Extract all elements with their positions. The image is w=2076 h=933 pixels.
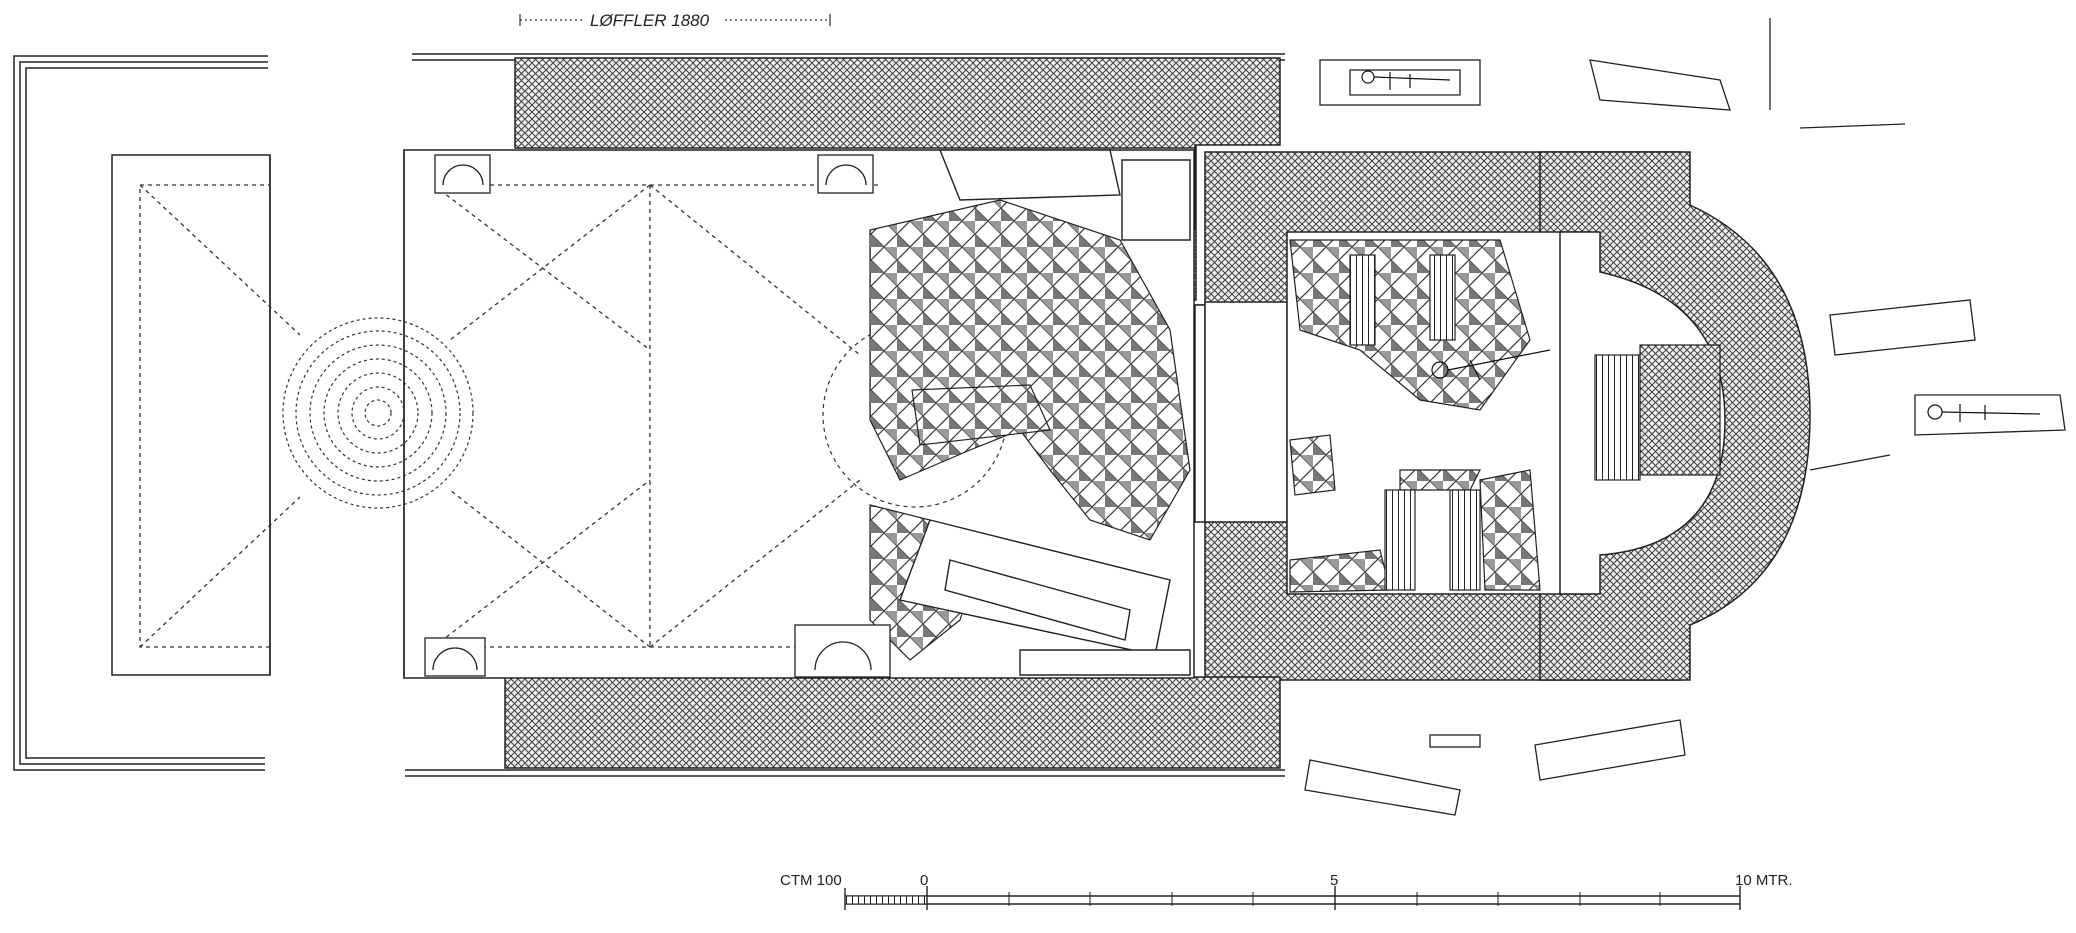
wall-niches	[424, 154, 891, 678]
scale-tick-10: 10 MTR.	[1735, 872, 1793, 889]
attribution-label: LØFFLER 1880	[590, 11, 710, 30]
scale-tick-0: 0	[920, 872, 928, 889]
concentric-rosette	[282, 317, 474, 509]
stepped-stripe-paving	[1349, 254, 1721, 591]
grave-sketches	[1304, 18, 2066, 816]
skeleton-figures	[1361, 70, 2041, 422]
scale-bar: CTM 100 0 5 10 MTR.	[780, 872, 1793, 910]
tomb-outlines	[899, 149, 1191, 676]
attribution-annotation: LØFFLER 1880	[519, 11, 831, 30]
scale-left-label: CTM 100	[780, 872, 842, 889]
scale-tick-5: 5	[1330, 872, 1338, 889]
nave-gap-lines	[269, 150, 405, 678]
